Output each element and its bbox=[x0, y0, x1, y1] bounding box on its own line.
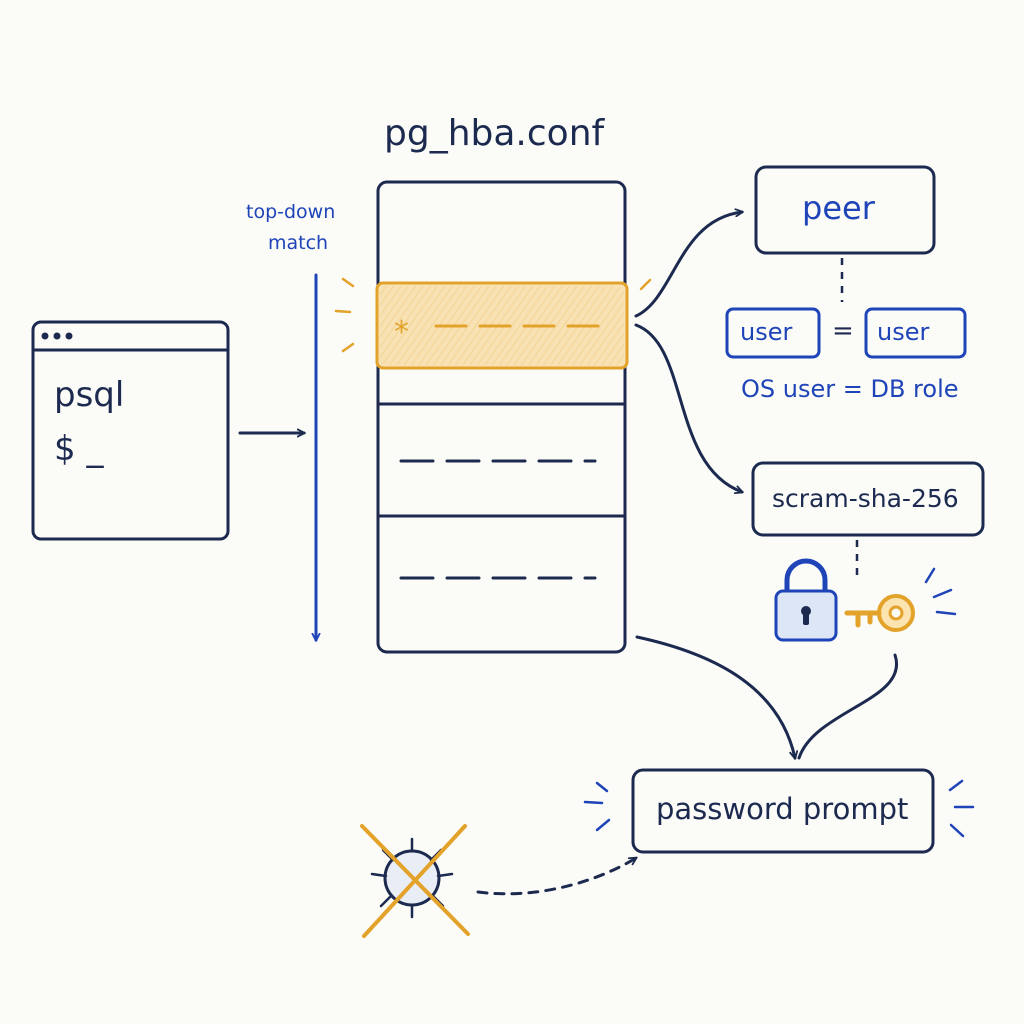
terminal-command: psql bbox=[54, 375, 125, 415]
os-user-label: user bbox=[740, 318, 793, 346]
lock-icon bbox=[774, 558, 838, 642]
scram-label: scram-sha-256 bbox=[772, 484, 959, 513]
highlight-sparks bbox=[334, 277, 652, 353]
peer-box bbox=[754, 165, 936, 255]
peer-note: OS user = DB role bbox=[741, 375, 959, 403]
password-prompt-box bbox=[631, 768, 935, 854]
terminal-icon bbox=[31, 320, 230, 541]
equals-sign: = bbox=[832, 316, 854, 346]
arrow-to-scram bbox=[634, 323, 744, 495]
pg-hba-file bbox=[376, 180, 627, 654]
password-prompt-label: password prompt bbox=[656, 792, 909, 826]
arrow-file-to-prompt bbox=[635, 635, 799, 760]
file-title: pg_hba.conf bbox=[384, 113, 605, 154]
scan-hint-line-1: top-down bbox=[246, 201, 336, 223]
key-icon bbox=[844, 567, 957, 632]
arrow-to-peer bbox=[634, 208, 744, 318]
asterisk-marker: * bbox=[394, 315, 409, 350]
db-role-box bbox=[864, 307, 967, 359]
bug-to-prompt-dashed-arrow bbox=[476, 856, 638, 896]
prompt-sparks bbox=[583, 779, 975, 838]
arrow-key-to-prompt bbox=[797, 653, 899, 760]
db-role-label: user bbox=[877, 318, 930, 346]
scram-box bbox=[751, 461, 985, 537]
terminal-prompt: $ _ bbox=[54, 429, 104, 469]
cross-out-mark bbox=[360, 824, 470, 938]
peer-label: peer bbox=[802, 189, 875, 227]
os-user-box bbox=[725, 307, 821, 359]
scan-hint-line-2: match bbox=[268, 232, 329, 254]
matched-rule-row: * bbox=[334, 277, 652, 370]
bug-icon bbox=[360, 824, 470, 938]
